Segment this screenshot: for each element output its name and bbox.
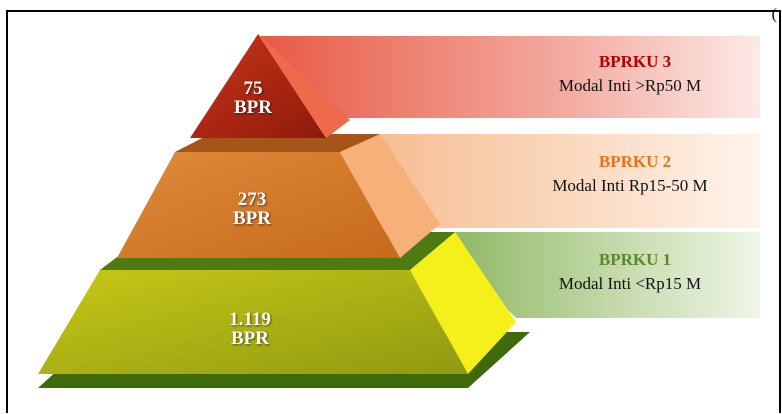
band-tier-2 <box>348 134 760 228</box>
tier-2-top-face <box>175 134 380 152</box>
band-tier-1 <box>430 232 760 318</box>
tier-2-count: 273 <box>237 189 267 210</box>
tier-2-title: BPRKU 2 <box>598 152 672 171</box>
tier-3-front-face <box>190 34 326 138</box>
tier-2-side-face <box>340 134 440 258</box>
tier-1-label: 1.119 BPR <box>200 310 300 348</box>
band-tier-3 <box>260 36 760 118</box>
tier-1-front-face <box>38 270 468 374</box>
tier-1-desc: Modal Inti <Rp15 M <box>558 274 702 293</box>
tier-3-side-face <box>258 34 350 138</box>
tier-3-desc: Modal Inti >Rp50 M <box>558 76 702 95</box>
tier-1-side-face <box>410 232 516 374</box>
tier-1-unit: BPR <box>231 328 269 349</box>
corner-text: ( <box>771 6 777 23</box>
tier-2-unit: BPR <box>233 208 271 229</box>
tier-2-front-face <box>117 152 400 258</box>
tier-3-title: BPRKU 3 <box>598 52 672 71</box>
tier-1-count: 1.119 <box>229 309 271 330</box>
tier-2-desc: Modal Inti Rp15-50 M <box>552 176 708 195</box>
diagram-frame: ( <box>6 6 781 413</box>
tier-1-title: BPRKU 1 <box>598 250 672 269</box>
tier-3-label: 75 BPR <box>208 79 298 117</box>
tier-3-count: 75 <box>243 78 263 99</box>
tier-2-label: 273 BPR <box>207 190 297 228</box>
tier-3-unit: BPR <box>234 97 272 118</box>
